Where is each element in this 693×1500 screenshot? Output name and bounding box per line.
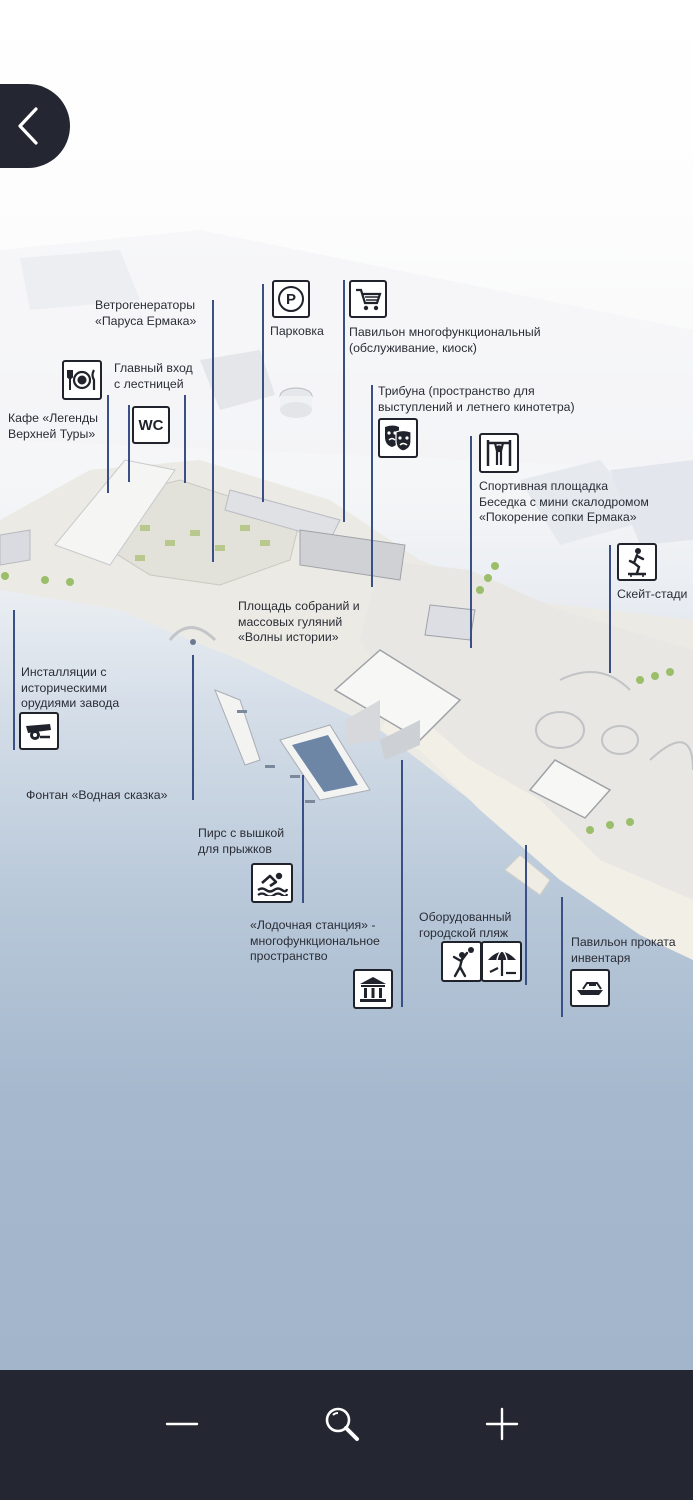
label-pier: Пирс с вышкой для прыжков [198,826,285,856]
zoom-out-button[interactable] [150,1392,214,1456]
back-button[interactable] [0,84,70,168]
leader-line [13,610,15,750]
leader-line [107,395,109,493]
leader-line [371,385,373,587]
leader-line [302,775,304,903]
map-toolbar [0,1370,693,1500]
parking-icon[interactable]: P [272,280,310,318]
leader-line [470,436,472,648]
leader-line [343,280,345,522]
leader-line [262,284,264,502]
label-beach: Оборудованный городской пляж [419,910,512,940]
search-button[interactable] [310,1392,374,1456]
label-square: Площадь собраний и массовых гуляний «Вол… [238,599,360,644]
label-cafe: Кафе «Легенды Верхней Туры» [8,411,98,441]
restaurant-icon[interactable] [62,360,102,400]
volleyball-icon[interactable] [441,941,482,982]
label-tribune: Трибуна (пространство для выступлений и … [378,384,575,414]
leader-line [128,405,130,482]
zoom-in-button[interactable] [470,1392,534,1456]
pullup-bar-icon[interactable] [479,433,519,473]
beach-umbrella-icon[interactable] [481,941,522,982]
label-parking: Парковка [270,324,324,338]
leader-line [192,655,194,800]
theater-masks-icon[interactable] [378,418,418,458]
museum-icon[interactable] [353,969,393,1009]
label-installations: Инсталляции с историческими орудиями зав… [21,665,120,710]
site-map[interactable]: Ветрогенераторы «Паруса Ермака» Парковка… [0,0,693,1370]
cannon-icon[interactable] [19,712,59,750]
label-wind-turbines: Ветрогенераторы «Паруса Ермака» [95,298,197,328]
search-icon [325,1407,359,1441]
label-rental: Павильон проката инвентаря [571,935,676,965]
parking-letter: P [278,286,304,312]
skateboarder-icon[interactable] [617,543,657,581]
wc-icon[interactable]: WC [132,406,170,444]
chevron-left-icon [18,107,38,145]
minus-icon [165,1422,199,1426]
shopping-cart-icon[interactable] [349,280,387,318]
label-pavilion: Павильон многофункциональный (обслуживан… [349,325,541,355]
plus-icon [485,1407,519,1441]
leader-line [525,845,527,985]
boat-icon[interactable] [570,969,610,1007]
leader-line [561,897,563,1017]
leader-line [212,300,214,562]
label-boat-station: «Лодочная станция» - многофункциональное… [250,918,380,963]
label-sport-ground: Спортивная площадка Беседка с мини скало… [479,479,649,524]
swimmer-icon[interactable] [251,863,293,903]
leader-line [609,545,611,673]
label-skate: Скейт-стади [617,587,688,601]
leader-line [184,395,186,483]
map-drawing [0,250,693,960]
leader-line [401,760,403,1007]
label-main-entrance: Главный вход с лестницей [114,361,193,391]
label-fountain: Фонтан «Водная сказка» [26,788,168,802]
